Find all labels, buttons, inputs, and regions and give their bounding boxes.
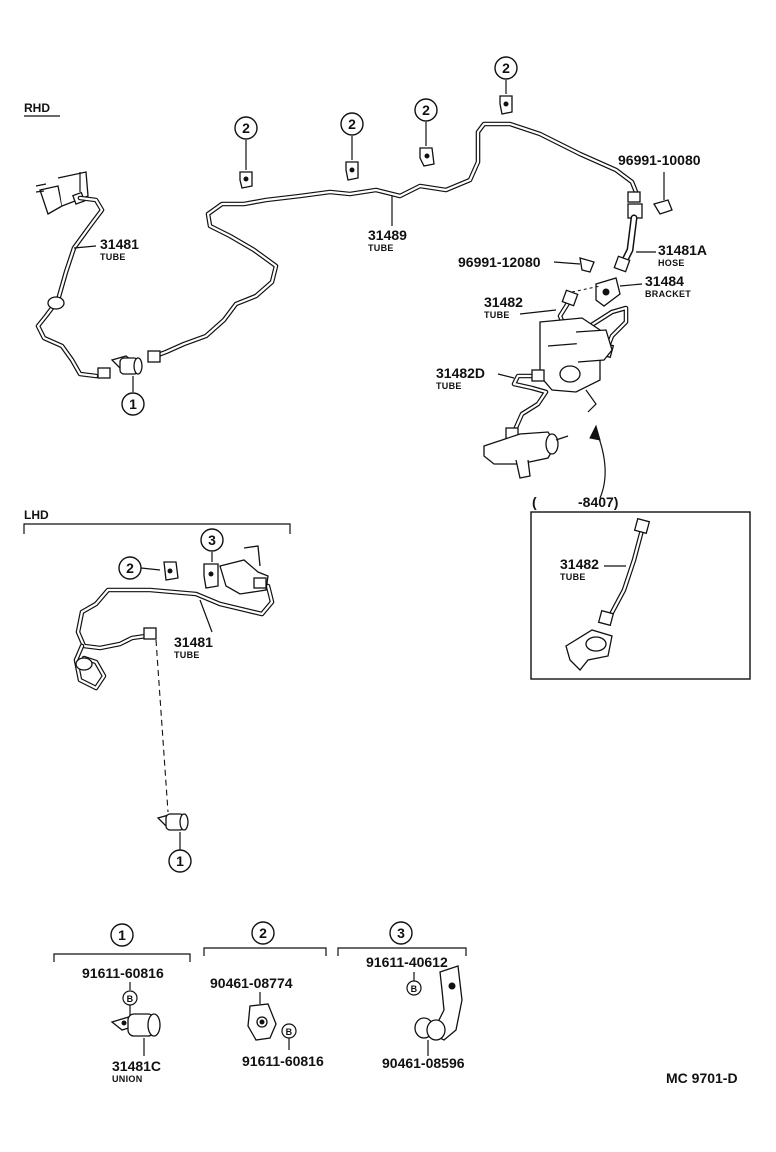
rhd-tube-31481 (35, 195, 111, 379)
label-tube-31489: TUBE (368, 243, 394, 253)
label-31482: 31482 (484, 294, 523, 310)
bolt-b-2: B (286, 1027, 293, 1037)
label-31482d: 31482D (436, 365, 485, 381)
detail-callout-2: 2 (259, 925, 267, 941)
label-96991-10080: 96991-10080 (618, 152, 701, 168)
range-to: -8407) (578, 494, 618, 510)
callout-2-d: 2 (502, 60, 510, 76)
callout-2-lhd: 2 (126, 560, 134, 576)
label-31481-lhd: 31481 (174, 634, 213, 650)
label-tube-31482: TUBE (484, 310, 510, 320)
label-31482-inset: 31482 (560, 556, 599, 572)
hose-31481a (613, 203, 643, 273)
callout-1-lhd: 1 (176, 853, 184, 869)
drawing-code: MC 9701-D (666, 1070, 738, 1086)
bolt-b-1: B (127, 994, 134, 1004)
clip-96991-10080 (653, 199, 673, 215)
label-90461-08596: 90461-08596 (382, 1055, 465, 1071)
rhd-left-cylinder (35, 171, 89, 215)
lhd-bracket-line (23, 523, 291, 534)
detail-callout-3: 3 (397, 925, 405, 941)
label-bracket: BRACKET (645, 289, 691, 299)
label-31481-rhd: 31481 (100, 236, 139, 252)
bolt-b-3: B (411, 984, 418, 994)
clamp-2-b: 2 (340, 112, 364, 181)
union-31481c-detail (110, 1013, 161, 1037)
rhd-union-31481c (110, 355, 143, 375)
label-tube-lhd: TUBE (174, 650, 200, 660)
lhd-tube-31481 (73, 583, 275, 691)
clamp-90461-08774-detail (247, 1003, 277, 1041)
callout-1-rhd: 1 (129, 396, 137, 412)
section-label-rhd: RHD (24, 101, 50, 115)
lhd-cylinder (219, 545, 269, 595)
clamp-2-d: 2 (494, 56, 518, 115)
tube-grommet (47, 296, 65, 310)
label-90461-08774: 90461-08774 (210, 975, 293, 991)
label-tube-31482d: TUBE (436, 381, 462, 391)
label-tube-rhd-left: TUBE (100, 252, 126, 262)
label-union: UNION (112, 1074, 143, 1084)
slave-cylinder (483, 431, 569, 479)
label-31481a: 31481A (658, 242, 707, 258)
clamp-2-c: 2 (414, 98, 438, 167)
clamp-90461-08596-detail (414, 965, 463, 1041)
callout-3-lhd: 3 (208, 532, 216, 548)
tube-31482d (505, 369, 549, 440)
label-91611-60816-a: 91611-60816 (82, 965, 164, 981)
clamp-2-a: 2 (234, 116, 258, 189)
inset-tube-31482 (565, 517, 651, 671)
detail-callout-1: 1 (118, 927, 126, 943)
bracket-31484 (595, 277, 621, 307)
inset-box (530, 511, 751, 680)
label-96991-12080: 96991-12080 (458, 254, 541, 270)
callout-2-b: 2 (348, 116, 356, 132)
label-tube-inset: TUBE (560, 572, 586, 582)
section-label-lhd: LHD (24, 508, 49, 522)
lhd-dashed-leader (155, 639, 169, 813)
master-cylinder (539, 317, 613, 413)
callout-2-a: 2 (242, 120, 250, 136)
label-31484: 31484 (645, 273, 684, 289)
clip-96991-12080 (579, 257, 595, 273)
lhd-union (156, 813, 189, 831)
label-91611-40612: 91611-40612 (366, 954, 448, 970)
rhd-tube-31489 (147, 121, 641, 363)
label-hose: HOSE (658, 258, 685, 268)
range-open: ( (532, 494, 537, 510)
label-31489: 31489 (368, 227, 407, 243)
callout-2-c: 2 (422, 102, 430, 118)
bolt-icon-3 (406, 980, 422, 996)
label-31481c: 31481C (112, 1058, 161, 1074)
label-91611-60816-b: 91611-60816 (242, 1053, 324, 1069)
